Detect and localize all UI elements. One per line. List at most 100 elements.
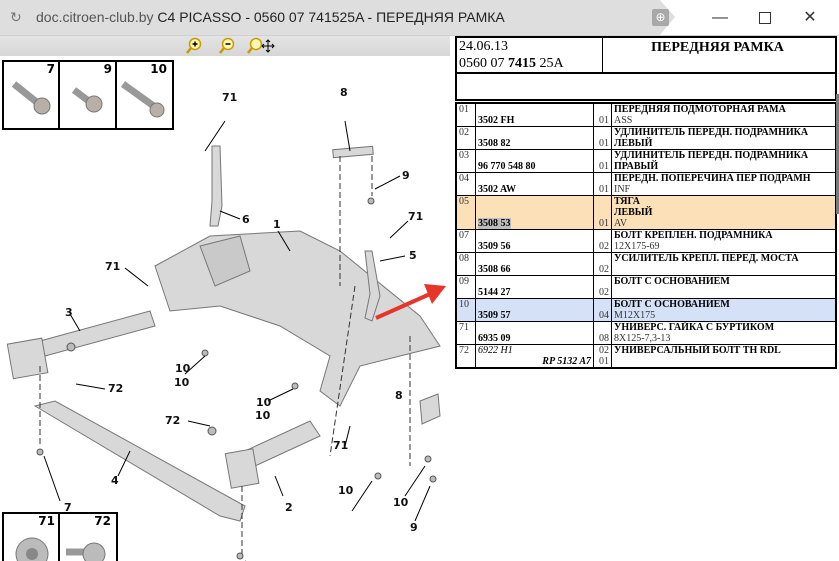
callout-label[interactable]: 3 xyxy=(65,306,73,319)
reload-icon[interactable]: ↻ xyxy=(10,9,22,25)
callout-label[interactable]: 72 xyxy=(108,382,124,395)
sheet-title: ПЕРЕДНЯЯ РАМКА xyxy=(651,40,784,55)
row-index: 10 xyxy=(455,298,476,322)
url-title: C4 PICASSO - 0560 07 741525A - ПЕРЕДНЯЯ … xyxy=(157,9,505,25)
maximize-button[interactable] xyxy=(745,5,785,30)
part-number[interactable]: 5144 27 xyxy=(475,275,594,299)
description-line: УДЛИНИТЕЛЬ ПЕРЕДН. ПОДРАМНИКА xyxy=(614,150,809,161)
quantity-value: 02 xyxy=(599,287,609,298)
callout-label[interactable]: 71 xyxy=(333,439,349,452)
callout-label[interactable]: 10 xyxy=(338,484,354,497)
part-number[interactable]: 3508 82 xyxy=(475,126,594,150)
part-number[interactable]: 6922 H1 RP 5132 A7 xyxy=(475,344,594,369)
callout-label[interactable]: 10 xyxy=(393,496,409,509)
part-number-text: 3508 53 xyxy=(478,218,511,229)
description-line: ПЕРЕДНЯЯ ПОДМОТОРНАЯ РАМА xyxy=(614,104,786,115)
quantity: 02 xyxy=(593,252,612,276)
part-number[interactable]: 3508 66 xyxy=(475,252,594,276)
inset-cell: 10 xyxy=(117,62,170,128)
row-index: 71 xyxy=(455,321,476,345)
part-number-text: 3509 57 xyxy=(478,310,511,321)
callout-label[interactable]: 9 xyxy=(410,521,418,534)
part-number[interactable]: 3502 FH xyxy=(475,102,594,127)
parts-pane: 24.06.13 0560 07 7415 25A ПЕРЕДНЯЯ РАМКА… xyxy=(452,36,839,561)
quantity: 01 xyxy=(593,126,612,150)
part-number[interactable]: 3508 53 xyxy=(475,195,594,230)
callout-label[interactable]: 9 xyxy=(402,169,410,182)
callout-label[interactable]: 5 xyxy=(409,249,417,262)
callout-label[interactable]: 8 xyxy=(340,86,348,99)
quantity-value: 02 xyxy=(599,345,609,356)
callout-label[interactable]: 4 xyxy=(111,474,119,487)
zoom-in-icon[interactable] xyxy=(185,37,203,55)
diagram-toolbar xyxy=(0,36,450,56)
description-line: ASS xyxy=(614,115,633,126)
callout-label[interactable]: 8 xyxy=(395,389,403,402)
part-2-bar xyxy=(244,420,321,467)
description-line: 8X125-7,3-13 xyxy=(614,333,671,344)
callout-label[interactable]: 7 xyxy=(64,501,72,514)
callout-label[interactable]: 2 xyxy=(285,501,293,514)
callout-label[interactable]: 10 xyxy=(175,362,191,375)
description-line: УНИВЕРСАЛЬНЫЙ БОЛТ TH RDL xyxy=(614,345,781,356)
parts-diagram[interactable]: 7 9 10 71 72 71 8 9 6 1 71 5 71 3 72 10 … xyxy=(0,56,450,561)
callout-label[interactable]: 10 xyxy=(174,376,190,389)
zoom-pan-icon[interactable] xyxy=(246,37,276,55)
row-index: 05 xyxy=(455,195,476,230)
quantity-value: 01 xyxy=(599,218,609,229)
part-number-alt: RP 5132 A7 xyxy=(542,356,591,367)
fastener-inset-top: 7 9 10 xyxy=(2,60,174,130)
bolt-icon xyxy=(11,81,51,115)
callout-label[interactable]: 71 xyxy=(105,260,121,273)
browser-titlebar: ↻ doc.citroen-club.by C4 PICASSO - 0560 … xyxy=(0,0,839,36)
part-number-text: 3502 FH xyxy=(478,115,515,126)
callout-label[interactable]: 6 xyxy=(242,213,250,226)
description-line: ПЕРЕДН. ПОПЕРЕЧИНА ПЕР ПОДРАМН xyxy=(614,173,811,184)
close-button[interactable]: ✕ xyxy=(803,9,817,26)
callout-label[interactable]: 71 xyxy=(222,91,238,104)
part-number-text: 96 770 548 80 xyxy=(478,161,536,172)
callout-label[interactable]: 71 xyxy=(408,210,424,223)
part-number[interactable]: 6935 09 xyxy=(475,321,594,345)
quantity-value: 02 xyxy=(599,241,609,252)
callout-label[interactable]: 72 xyxy=(165,414,181,427)
part-number-text: 3509 56 xyxy=(478,241,511,252)
part-number-text: 3508 66 xyxy=(478,264,511,275)
callout-label[interactable]: 1 xyxy=(273,218,281,231)
row-index: 01 xyxy=(455,102,476,127)
spacer xyxy=(614,287,833,298)
part-number-text: 6922 H1 xyxy=(478,345,513,356)
callout-label[interactable]: 10 xyxy=(256,396,272,409)
ref-bold: 7415 xyxy=(508,56,536,71)
minimize-button[interactable]: — xyxy=(712,9,728,26)
scrollbar[interactable] xyxy=(836,94,839,214)
callout-label[interactable]: 10 xyxy=(255,409,271,422)
part-number[interactable]: 3509 57 xyxy=(475,298,594,322)
zoom-out-icon[interactable] xyxy=(218,37,236,55)
part-number[interactable]: 96 770 548 80 xyxy=(475,149,594,173)
part-number[interactable]: 3509 56 xyxy=(475,229,594,253)
sheet-header: 24.06.13 0560 07 7415 25A ПЕРЕДНЯЯ РАМКА xyxy=(455,36,837,74)
row-index: 72 xyxy=(455,344,476,369)
part-number[interactable]: 3502 AW xyxy=(475,172,594,196)
description-line: ПРАВЫЙ xyxy=(614,161,659,172)
address-bar[interactable] xyxy=(0,0,675,35)
globe-icon[interactable]: ⊕ xyxy=(652,9,669,26)
part-6-bracket xyxy=(209,145,223,227)
